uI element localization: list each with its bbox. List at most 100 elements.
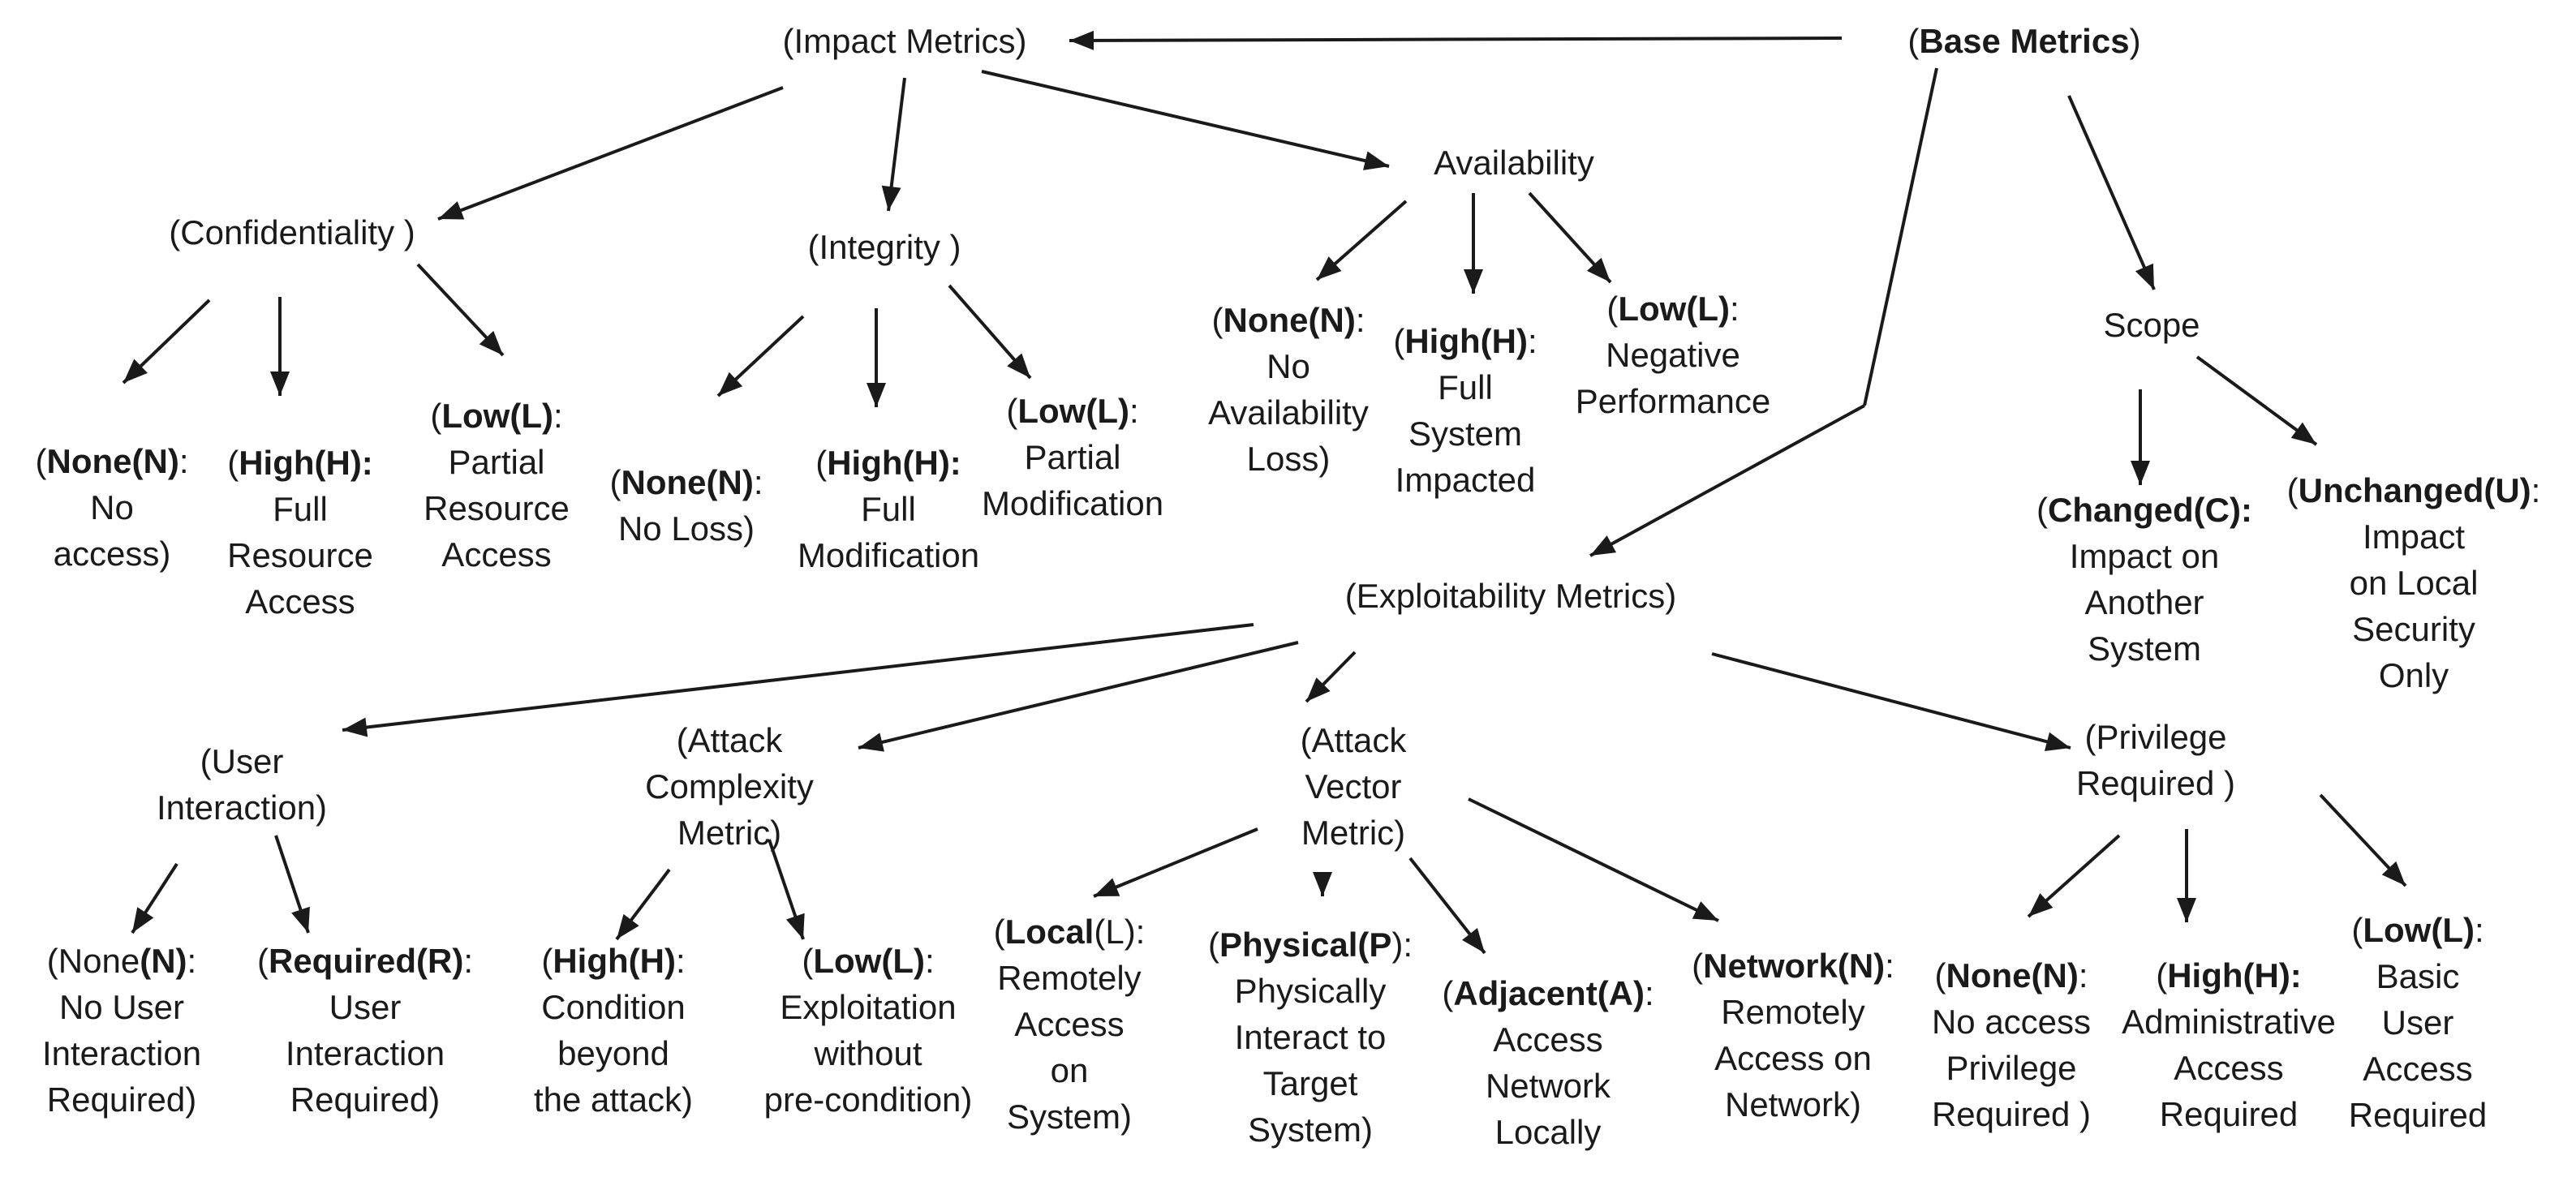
node-line: Full <box>1438 368 1493 406</box>
heading-suffix: : <box>924 942 935 980</box>
node-impact: (Impact Metrics) <box>782 18 1026 64</box>
node-heading: (User <box>157 738 327 784</box>
node-heading: (High(H): <box>534 938 693 984</box>
heading-label: Low(L) <box>1618 290 1730 328</box>
arrowhead-integ-to-low <box>1007 353 1030 378</box>
heading-label: Unchanged(U) <box>2298 471 2531 509</box>
arrowhead-base-to-scope <box>2135 263 2154 290</box>
heading-prefix: ( <box>430 397 442 435</box>
node-line: Access on <box>1714 1039 1872 1077</box>
heading-suffix: : <box>1355 301 1365 339</box>
node-line: Resource <box>227 536 373 574</box>
node-line: Loss) <box>1246 440 1331 478</box>
node-line: Security <box>2352 610 2475 648</box>
node-heading: (Attack <box>645 717 814 763</box>
node-heading: (Required(R): <box>257 938 473 984</box>
heading-prefix: ( <box>993 913 1005 951</box>
arrowhead-exploit-to-ui <box>342 717 368 737</box>
arrowhead-avail-to-low <box>1586 257 1611 282</box>
heading-suffix: : <box>753 463 763 501</box>
node-line: Remotely <box>1721 993 1865 1031</box>
node-line: Network) <box>1724 1085 1862 1123</box>
arrowhead-conf-to-low <box>479 330 503 355</box>
node-line: Vector <box>1305 767 1402 805</box>
node-line: No User <box>58 988 185 1026</box>
heading-suffix: : <box>2078 956 2088 994</box>
heading-label: Base Metrics <box>1919 22 2130 60</box>
arrowhead-impact-to-avail <box>1363 151 1389 170</box>
heading-label: Local <box>1004 913 1094 951</box>
heading-prefix: ( <box>1934 956 1946 994</box>
edge-base-to-exploit <box>1589 404 1865 557</box>
heading-suffix: (L): <box>1094 913 1146 951</box>
heading-label: High(H) <box>553 942 676 980</box>
heading-prefix: ( <box>227 444 239 482</box>
node-line: Physically <box>1234 972 1387 1010</box>
heading-prefix: (Exploitability Metrics) <box>1344 577 1677 615</box>
heading-label: Low(L) <box>1017 392 1129 430</box>
node-line: System) <box>1247 1110 1374 1149</box>
heading-prefix: (Attack <box>676 721 783 759</box>
heading-suffix: : <box>178 442 189 480</box>
arrowhead-pr-to-none <box>2028 893 2053 917</box>
node-line: Metric) <box>677 814 782 852</box>
arrowhead-avail-to-none <box>1317 256 1342 280</box>
node-line: No <box>1266 347 1310 385</box>
node-heading: (High(H): <box>798 440 979 486</box>
edge-base-to-impact <box>1069 37 1843 42</box>
arrowhead-exploit-to-av <box>1306 677 1331 702</box>
node-line: on Local <box>2349 564 2479 602</box>
node-line: Interaction) <box>156 788 328 827</box>
node-heading: (Exploitability Metrics) <box>1345 573 1676 619</box>
node-line: Partial <box>448 443 545 481</box>
node-line: User <box>2381 1003 2454 1042</box>
arrowhead-ac-to-low <box>785 913 805 939</box>
node-line: Administrative <box>2122 1003 2336 1041</box>
node-line: Performance <box>1575 382 1771 420</box>
node-heading: (None(N): <box>1208 297 1369 343</box>
heading-prefix: Availability <box>1434 144 1594 182</box>
heading-suffix: : <box>1729 290 1740 328</box>
node-heading: (Changed(C): <box>2036 487 2252 533</box>
node-line: System <box>2087 629 2202 668</box>
node-line: System) <box>1006 1098 1133 1136</box>
heading-label: None(N) <box>1223 301 1356 339</box>
node-line: Complexity <box>645 767 814 805</box>
node-heading: (Local(L): <box>994 909 1146 955</box>
heading-suffix: : <box>2474 911 2484 949</box>
heading-prefix: ( <box>1907 22 1920 60</box>
arrowhead-av-to-phys <box>1313 872 1332 896</box>
heading-label: High(H): <box>239 444 373 482</box>
node-line: on <box>1050 1051 1089 1089</box>
node-line: Basic <box>2376 957 2460 995</box>
arrowhead-pr-to-low <box>2381 861 2406 886</box>
node-line: Impact on <box>2069 537 2220 575</box>
node-line: the attack) <box>533 1080 694 1119</box>
arrowhead-base-to-exploit <box>1590 535 1617 556</box>
node-heading: (None(N): <box>1932 952 2091 999</box>
node-heading: (Low(L): <box>2349 907 2487 953</box>
heading-label: Required(R) <box>268 942 464 980</box>
node-line: pre-condition) <box>763 1080 973 1119</box>
edge-base-to-scope <box>2067 95 2156 290</box>
arrowhead-ui-to-none <box>132 907 154 933</box>
heading-label: High(H) <box>1404 322 1528 360</box>
heading-prefix: ( <box>1393 322 1405 360</box>
edge-exploit-to-ac <box>858 641 1299 750</box>
edge-impact-to-avail <box>981 70 1390 168</box>
heading-suffix: : <box>1645 974 1654 1012</box>
heading-label: Network(N) <box>1703 947 1886 985</box>
node-line: No Loss) <box>617 509 755 548</box>
arrowhead-pr-to-high <box>2177 898 2196 922</box>
node-base: (Base Metrics) <box>1907 18 2140 64</box>
